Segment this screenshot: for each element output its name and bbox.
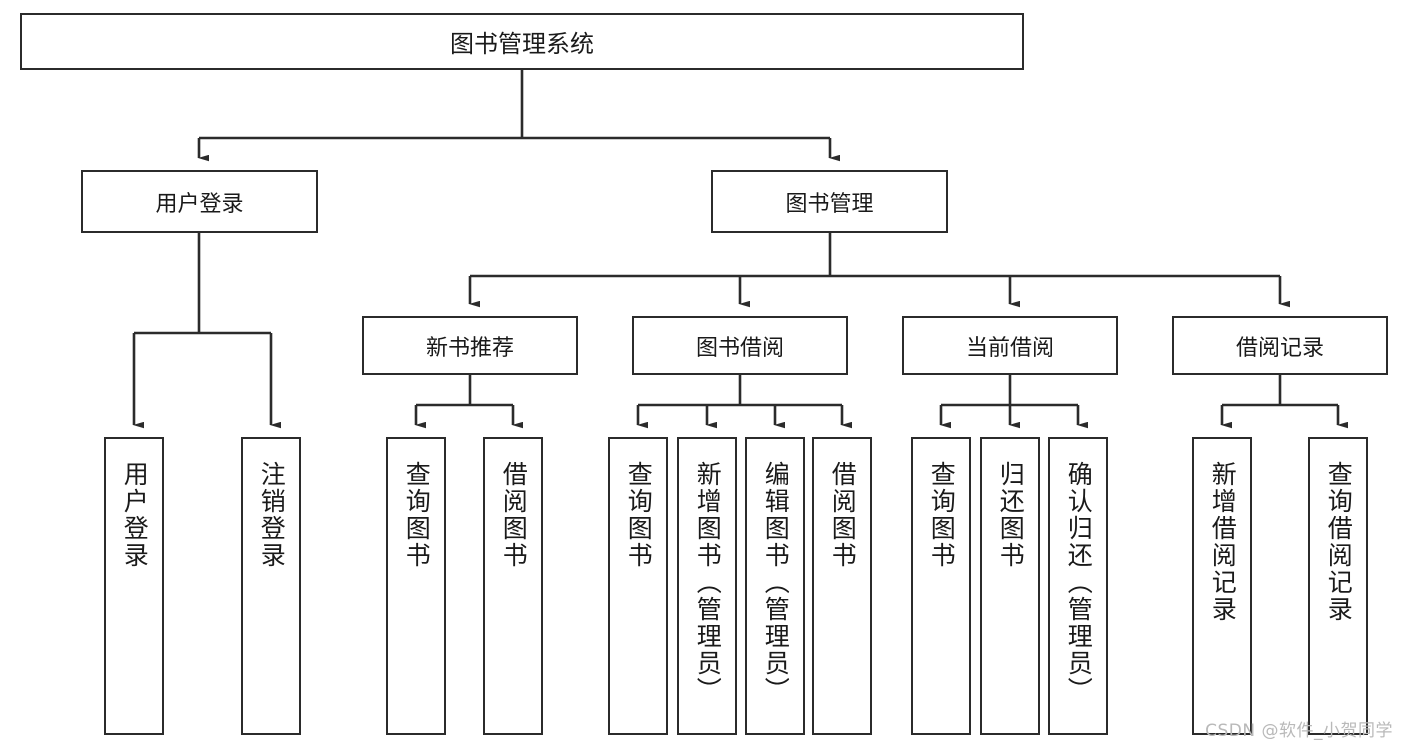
leaf-query-borrow-record[interactable]: 查询借阅记录 xyxy=(1308,437,1368,735)
node-root[interactable]: 图书管理系统 xyxy=(20,13,1024,70)
node-book-borrow[interactable]: 图书借阅 xyxy=(632,316,848,375)
leaf-borrow-book[interactable]: 借阅图书 xyxy=(812,437,872,735)
leaf-query-book-recommend[interactable]: 查询图书 xyxy=(386,437,446,735)
leaf-user-login[interactable]: 用户登录 xyxy=(104,437,164,735)
leaf-query-book-borrow[interactable]: 查询图书 xyxy=(608,437,668,735)
leaf-add-borrow-record[interactable]: 新增借阅记录 xyxy=(1192,437,1252,735)
node-new-book-recommend-label: 新书推荐 xyxy=(425,335,514,361)
node-current-borrow[interactable]: 当前借阅 xyxy=(902,316,1118,375)
node-new-book-recommend[interactable]: 新书推荐 xyxy=(362,316,578,375)
leaf-add-book-admin[interactable]: 新增图书（管理员） xyxy=(677,437,737,735)
leaf-borrow-book-label: 借阅图书 xyxy=(828,461,858,569)
leaf-edit-book-admin-label: 编辑图书（管理员） xyxy=(761,461,791,704)
leaf-borrow-book-recommend[interactable]: 借阅图书 xyxy=(483,437,543,735)
node-user-login-label: 用户登录 xyxy=(155,191,244,217)
leaf-query-book-current[interactable]: 查询图书 xyxy=(911,437,971,735)
node-borrow-record-label: 借阅记录 xyxy=(1235,335,1324,361)
node-root-label: 图书管理系统 xyxy=(450,30,594,58)
csdn-watermark: CSDN @软件_小贺同学 xyxy=(1205,721,1393,741)
leaf-query-book-borrow-label: 查询图书 xyxy=(624,461,654,569)
leaf-borrow-book-recommend-label: 借阅图书 xyxy=(499,461,529,569)
leaf-edit-book-admin[interactable]: 编辑图书（管理员） xyxy=(745,437,805,735)
leaf-query-book-recommend-label: 查询图书 xyxy=(402,461,432,569)
leaf-confirm-return-admin-label: 确认归还（管理员） xyxy=(1064,461,1094,704)
leaf-query-book-current-label: 查询图书 xyxy=(927,461,957,569)
leaf-logout-label: 注销登录 xyxy=(257,461,287,569)
node-book-borrow-label: 图书借阅 xyxy=(695,335,784,361)
leaf-query-borrow-record-label: 查询借阅记录 xyxy=(1324,461,1354,623)
leaf-logout[interactable]: 注销登录 xyxy=(241,437,301,735)
leaf-add-borrow-record-label: 新增借阅记录 xyxy=(1208,461,1238,623)
leaf-return-book-label: 归还图书 xyxy=(996,461,1026,569)
leaf-add-book-admin-label: 新增图书（管理员） xyxy=(693,461,723,704)
node-borrow-record[interactable]: 借阅记录 xyxy=(1172,316,1388,375)
leaf-confirm-return-admin[interactable]: 确认归还（管理员） xyxy=(1048,437,1108,735)
node-book-management-label: 图书管理 xyxy=(785,191,874,217)
leaf-user-login-label: 用户登录 xyxy=(120,461,150,569)
node-current-borrow-label: 当前借阅 xyxy=(965,335,1054,361)
node-book-management[interactable]: 图书管理 xyxy=(711,170,948,233)
leaf-return-book[interactable]: 归还图书 xyxy=(980,437,1040,735)
node-user-login[interactable]: 用户登录 xyxy=(81,170,318,233)
